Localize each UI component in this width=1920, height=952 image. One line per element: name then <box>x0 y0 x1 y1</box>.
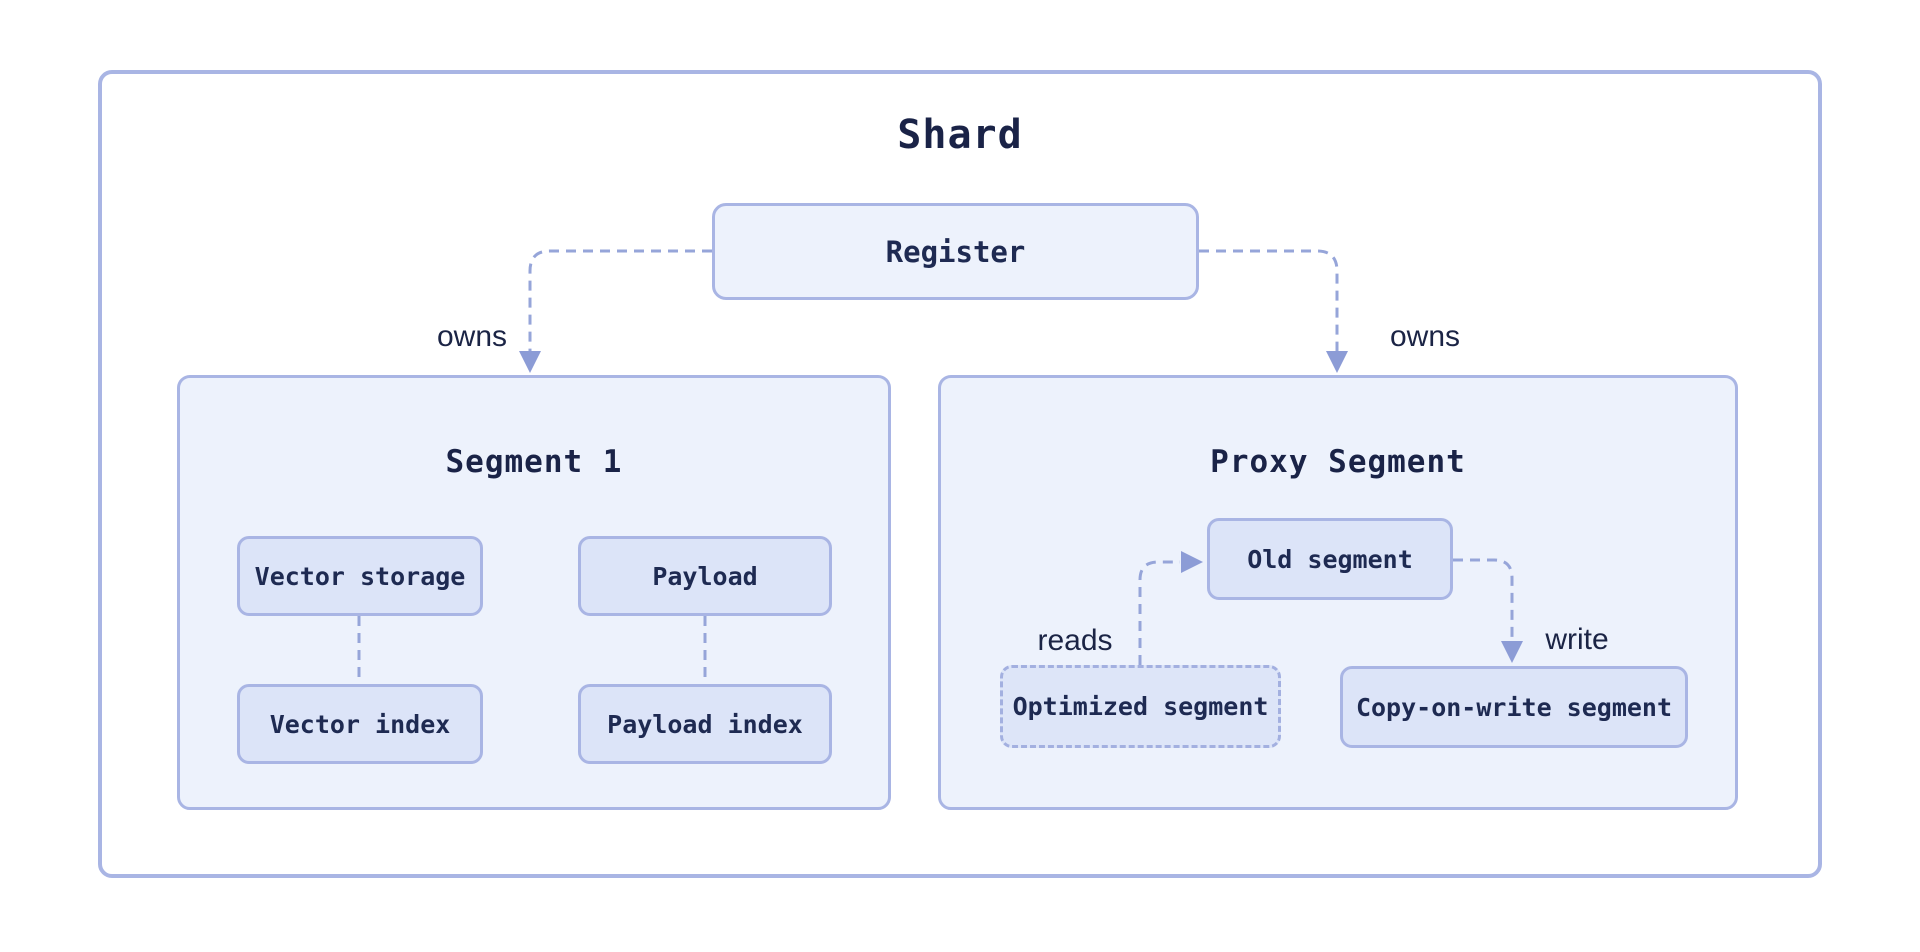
edge-label-write: write <box>1545 623 1609 656</box>
node-vector-index: Vector index <box>237 684 483 764</box>
node-payload-index: Payload index <box>578 684 832 764</box>
node-vector-storage: Vector storage <box>237 536 483 616</box>
node-optimized-segment: Optimized segment <box>1000 665 1281 748</box>
node-copy-on-write-segment: Copy-on-write segment <box>1340 666 1688 748</box>
node-register: Register <box>712 203 1199 300</box>
edge-label-owns-right: owns <box>1389 320 1461 353</box>
segment1-title: Segment 1 <box>445 444 623 480</box>
node-old-segment: Old segment <box>1207 518 1453 600</box>
edge-label-reads: reads <box>1037 624 1113 657</box>
edge-label-owns-left: owns <box>436 320 508 353</box>
node-payload: Payload <box>578 536 832 616</box>
proxy-segment-title: Proxy Segment <box>1210 444 1466 480</box>
shard-title: Shard <box>897 112 1023 158</box>
